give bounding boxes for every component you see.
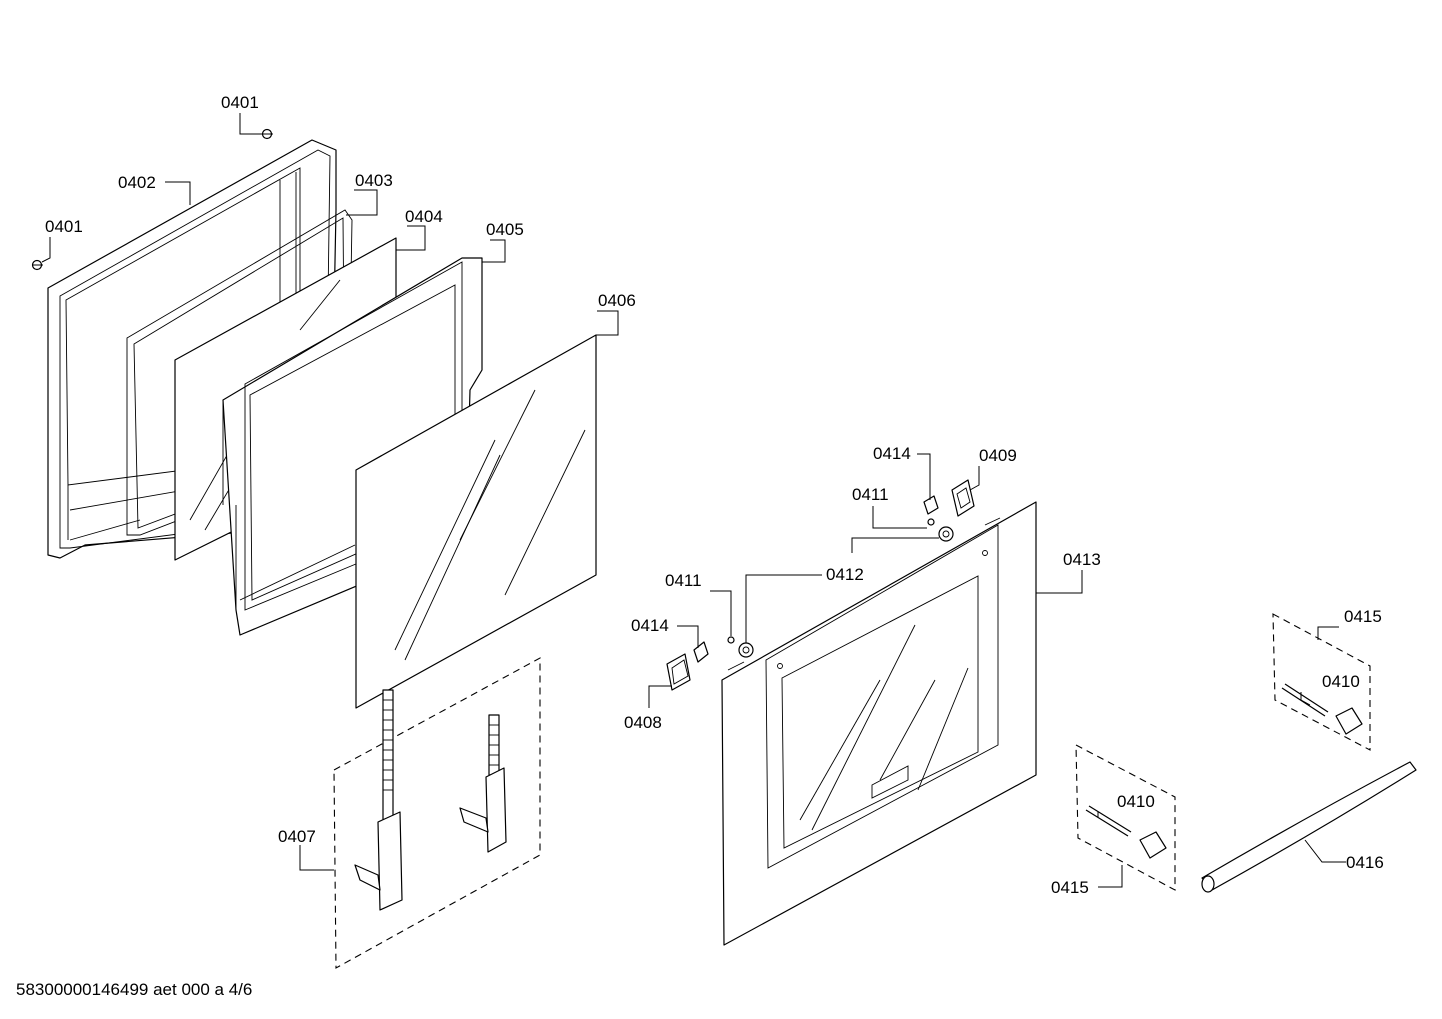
callout-0411-top: 0411 xyxy=(852,485,889,504)
part-0401-screw-top xyxy=(261,128,273,140)
callout-0413: 0413 xyxy=(1063,550,1101,569)
callout-0415-upper: 0415 xyxy=(1344,607,1382,626)
callout-0402: 0402 xyxy=(118,173,156,192)
part-0416-handle-bar xyxy=(1201,761,1417,893)
part-0412-spacer-left xyxy=(738,642,754,658)
part-0409-bracket xyxy=(951,479,975,517)
callout-0401-top: 0401 xyxy=(221,93,259,112)
part-0408-bracket xyxy=(666,653,691,691)
callout-0401-left: 0401 xyxy=(45,217,83,236)
part-0412-spacer-top xyxy=(938,526,954,542)
callout-0414-left: 0414 xyxy=(631,616,669,635)
callout-0405: 0405 xyxy=(486,220,524,239)
callout-0406: 0406 xyxy=(598,291,636,310)
part-0411-washer-left xyxy=(727,636,735,644)
part-0414-clip-left xyxy=(693,641,709,663)
callout-0409: 0409 xyxy=(979,446,1017,465)
drawing-reference-number: 58300000146499 aet 000 a 4/6 xyxy=(16,980,253,999)
callout-0411-left: 0411 xyxy=(665,571,702,590)
leader-lines xyxy=(41,113,1346,888)
part-0406-outer-glass xyxy=(355,334,597,709)
part-0415-handle-cap-set-upper xyxy=(1272,613,1371,751)
part-0413-outer-door-panel xyxy=(721,501,1037,946)
callout-0410-upper: 0410 xyxy=(1322,672,1360,691)
part-0407-hinge-set xyxy=(333,657,541,969)
part-0415-handle-cap-set-lower xyxy=(1075,744,1176,891)
callout-0404: 0404 xyxy=(405,207,443,226)
callout-0416: 0416 xyxy=(1346,853,1384,872)
callout-0403: 0403 xyxy=(355,171,393,190)
callout-0414-top: 0414 xyxy=(873,444,911,463)
part-0411-washer-top xyxy=(927,518,935,526)
callout-0415-lower: 0415 xyxy=(1051,878,1089,897)
callout-0410-lower: 0410 xyxy=(1117,792,1155,811)
callout-0407: 0407 xyxy=(278,827,316,846)
part-0401-screw-left xyxy=(31,259,43,271)
part-0414-clip-top xyxy=(923,495,939,515)
callout-0408: 0408 xyxy=(624,713,662,732)
callout-0412: 0412 xyxy=(826,565,864,584)
